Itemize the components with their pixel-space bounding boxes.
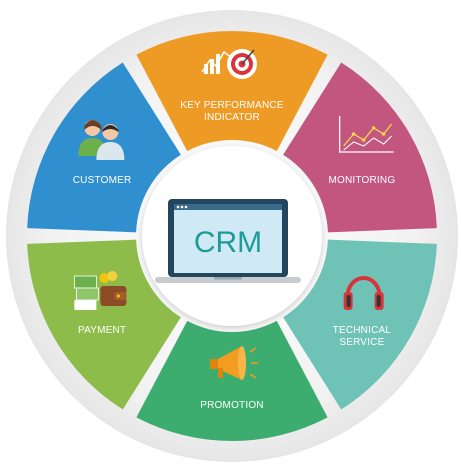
segment-label: PAYMENT — [78, 325, 126, 336]
browser-dot — [184, 205, 188, 209]
segment-shape — [136, 30, 328, 152]
segment-label: PROMOTION — [200, 400, 263, 411]
center-label: CRM — [194, 226, 262, 259]
customers-icon — [78, 120, 125, 160]
segment-label: CUSTOMER — [73, 175, 132, 186]
segment-shape — [136, 320, 328, 441]
segment-label: MONITORING — [328, 175, 395, 186]
line-chart-icon — [338, 116, 394, 153]
segment-shape — [283, 62, 437, 233]
browser-bar — [174, 204, 282, 210]
kpi-target-icon — [201, 49, 257, 79]
laptop-base — [155, 277, 301, 283]
laptop-icon: CRM — [155, 199, 301, 283]
browser-dot — [176, 205, 180, 209]
laptop-notch — [214, 277, 242, 280]
segment-shape — [283, 239, 437, 410]
browser-dot — [180, 205, 184, 209]
segment-promotion: PROMOTION — [136, 320, 328, 441]
laptop-screen — [174, 210, 282, 273]
headphones-icon — [343, 276, 384, 310]
segment-monitoring: MONITORING — [283, 62, 437, 233]
megaphone-icon — [210, 346, 258, 380]
segment-payment: PAYMENT — [27, 239, 181, 410]
wallet-money-icon — [73, 271, 127, 310]
segment-shape — [27, 239, 181, 410]
segment-customer: CUSTOMER — [27, 62, 181, 233]
